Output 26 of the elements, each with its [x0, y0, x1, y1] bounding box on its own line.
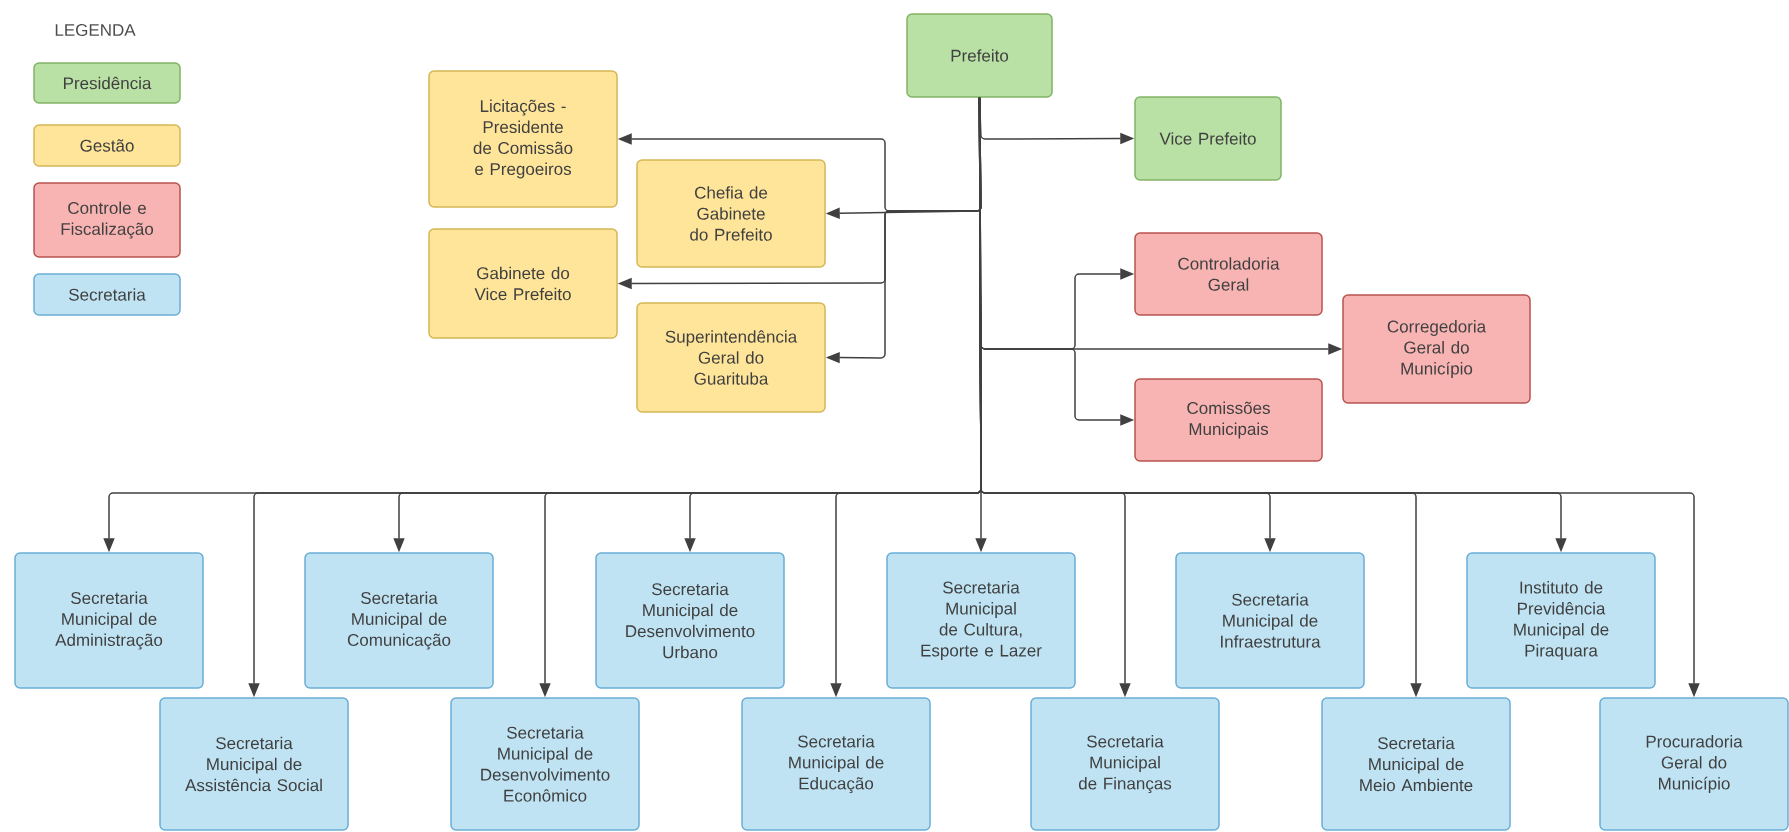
org-box: Superintendência Geral do Guarituba [636, 302, 826, 413]
org-box: Corregedoria Geral do Município [1342, 294, 1531, 404]
legend-label: Secretaria [69, 288, 146, 301]
org-box: Prefeito [906, 13, 1053, 98]
legend-label: Controle e Fiscalização [61, 201, 154, 239]
org-box: Secretaria Municipal de Educação [741, 697, 931, 831]
org-box: Instituto de Previdência Municipal de Piraquara [1466, 552, 1656, 689]
org-box: Secretaria Municipal de Infraestrutura [1175, 552, 1365, 689]
org-box: Chefia de Gabinete do Prefeito [636, 159, 826, 268]
legend-label: Presidência [64, 76, 152, 90]
org-box: Gabinete do Vice Prefeito [428, 228, 618, 339]
org-box: Comissões Municipais [1134, 378, 1323, 462]
org-box: Secretaria Municipal de Finanças [1030, 697, 1220, 831]
org-box: Secretaria Municipal de Assistência Social [159, 697, 349, 831]
org-box: Controladoria Geral [1134, 232, 1323, 316]
org-box: Secretaria Municipal de Comunicação [304, 552, 494, 689]
org-box: Licitações - Presidente de Comissão e Pregoeiros [428, 70, 618, 208]
legend-heading: LEGENDA [55, 24, 136, 36]
org-box: Procuradoria Geral do Município [1599, 697, 1789, 831]
org-box: Secretaria Municipal de Administração [14, 552, 204, 689]
org-box: Secretaria Municipal de Meio Ambiente [1321, 697, 1511, 831]
org-box: Secretaria Municipal de Desenvolvimento Urbano [595, 552, 785, 689]
legend-label: Gestão [80, 139, 134, 152]
org-box: Vice Prefeito [1134, 96, 1282, 181]
org-box: Secretaria Municipal de Desenvolvimento Econômico [450, 697, 640, 831]
org-box: Secretaria Municipal de Cultura, Esporte e Lazer [886, 552, 1076, 689]
